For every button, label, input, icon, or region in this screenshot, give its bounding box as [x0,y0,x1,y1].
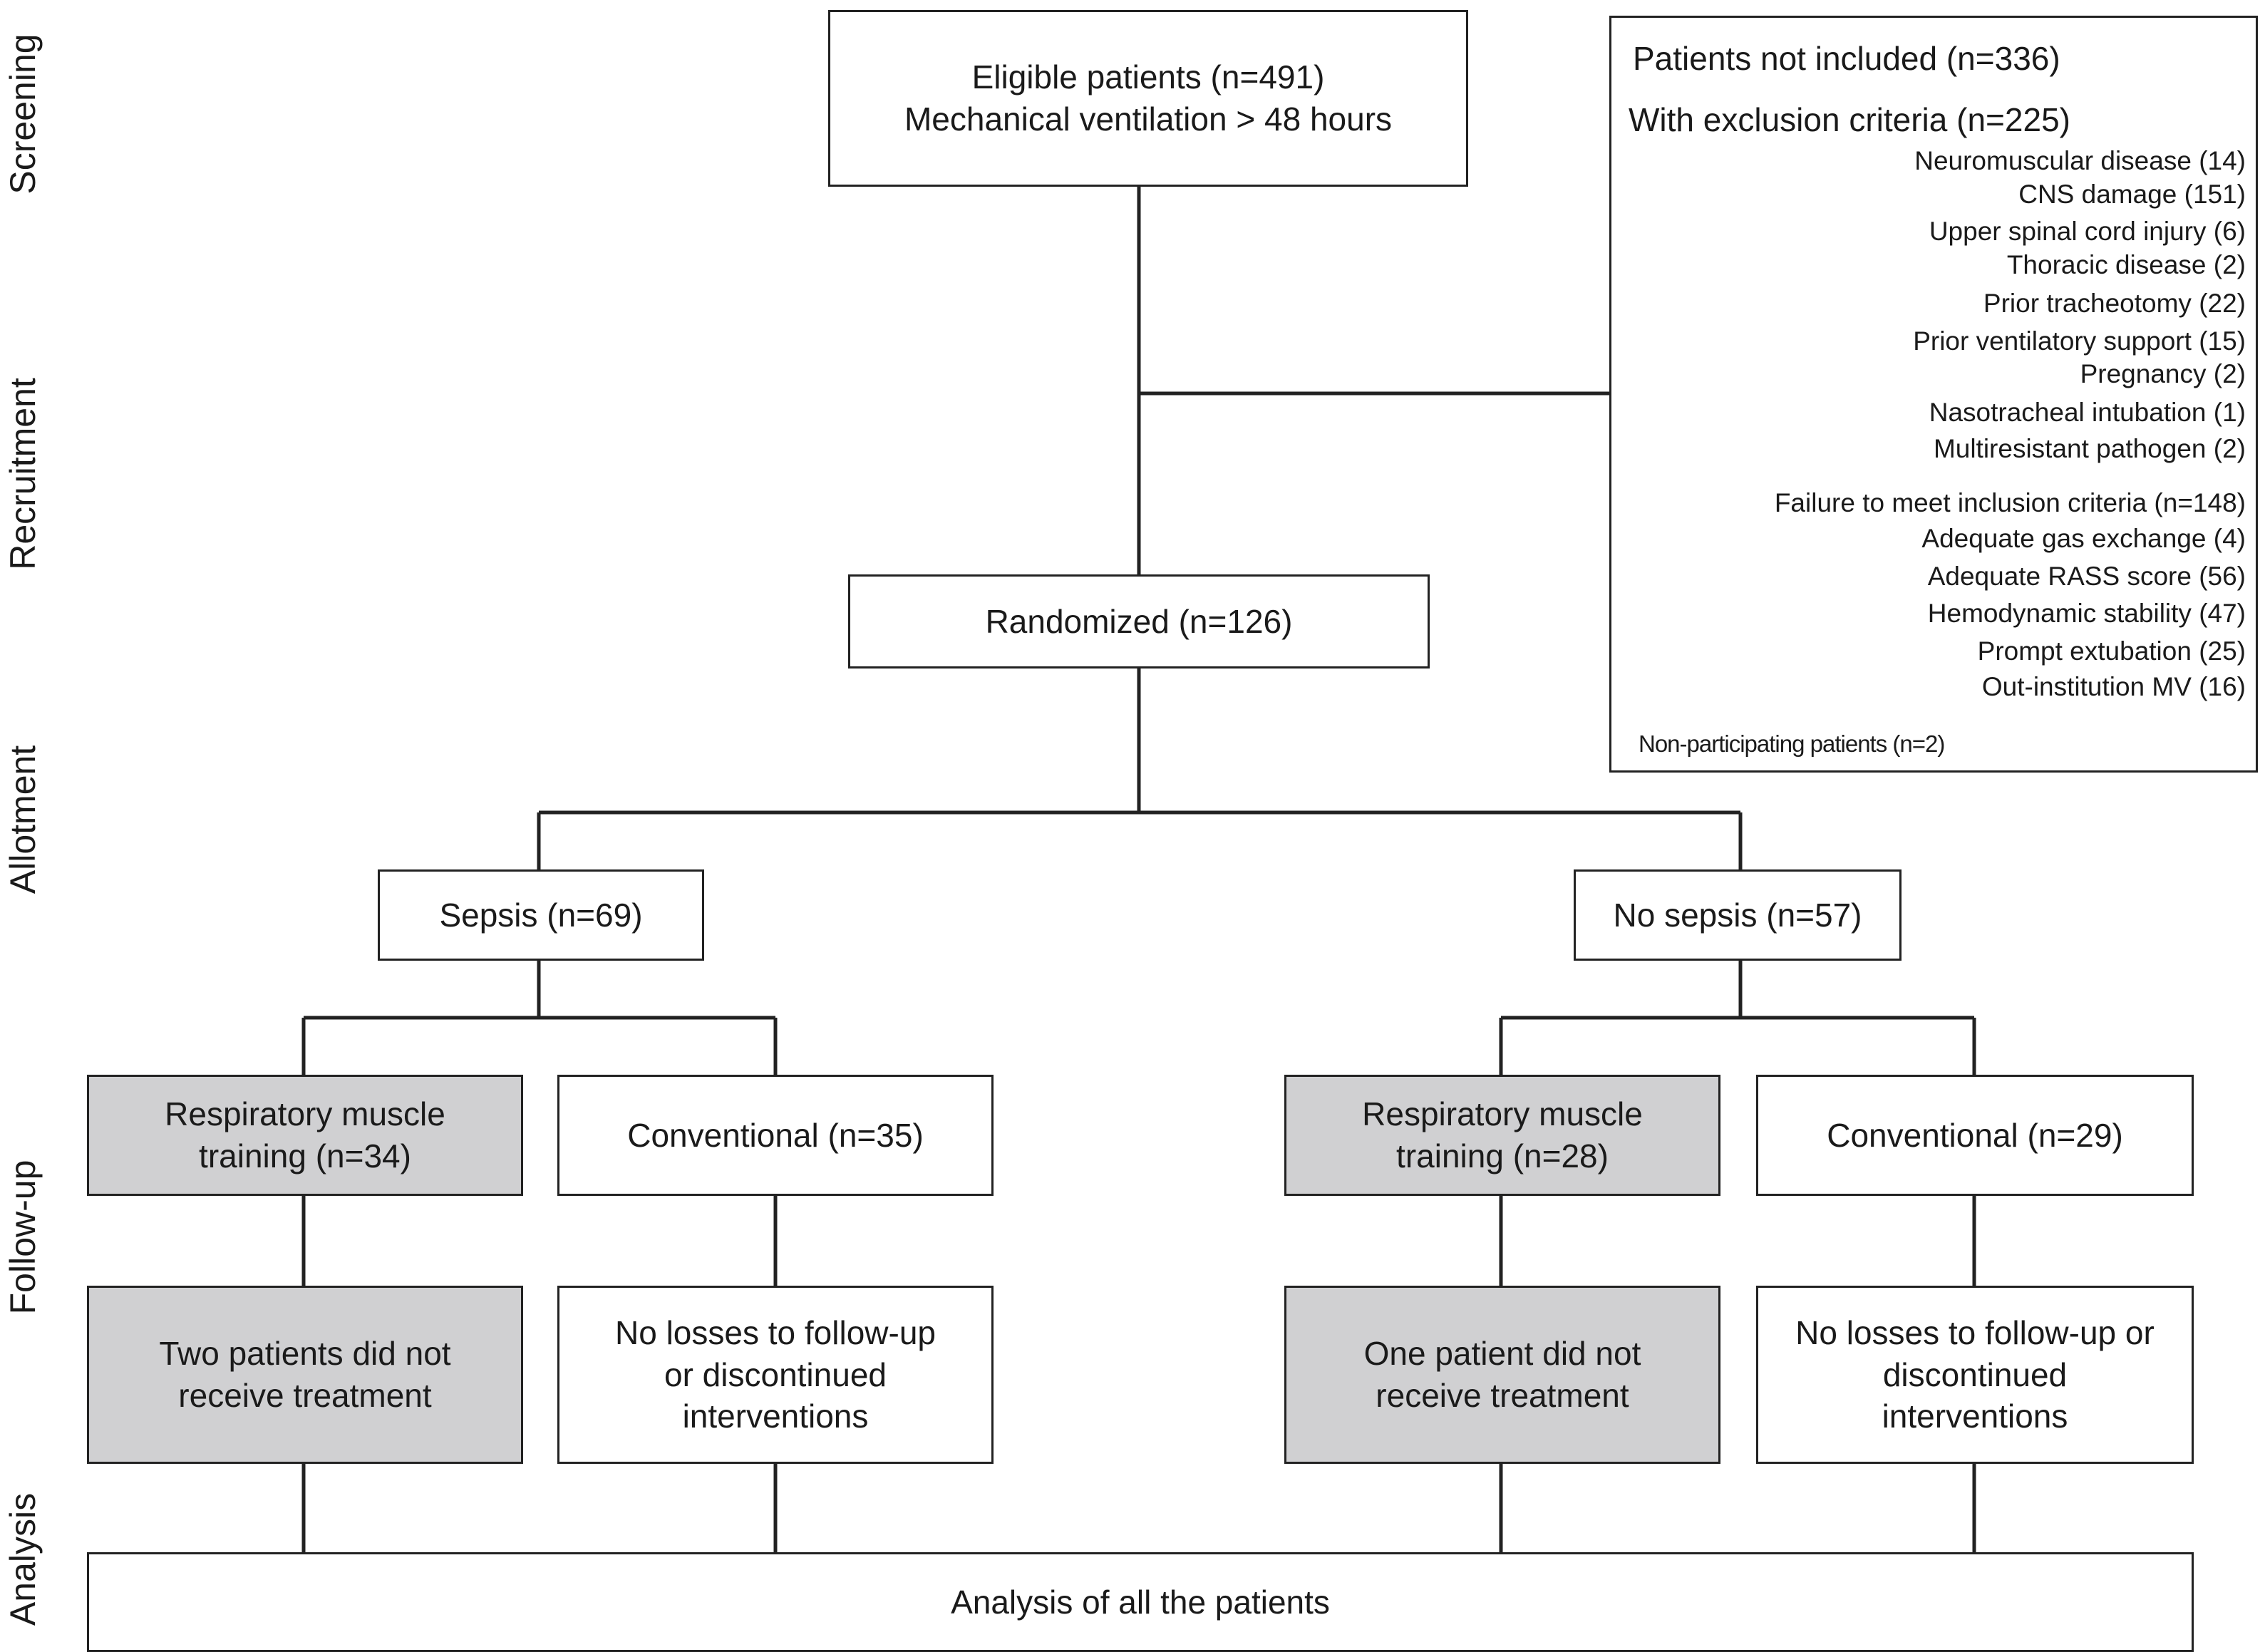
exclusion-item: Multiresistant pathogen (2) [1933,434,2246,463]
exclusion-item: Neuromuscular disease (14) [1914,146,2246,175]
no-sepsis-rmt-arm-label-line2: training (n=28) [1396,1137,1609,1175]
inclusion-failure-item: Out-institution MV (16) [1981,672,2246,701]
phase-label-allotment: Allotment [3,745,43,894]
phase-label-analysis: Analysis [3,1492,43,1626]
no-sepsis-rmt-followup-line2: receive treatment [1376,1377,1629,1414]
randomized-label: Randomized (n=126) [985,602,1293,640]
no-sepsis-rmt-arm-label-line1: Respiratory muscle [1362,1095,1643,1133]
sepsis-rmt-followup-box: Two patients did not receive treatment [87,1286,523,1464]
no-sepsis-conventional-followup-line1: No losses to follow-up or [1795,1313,2155,1351]
sepsis-rmt-followup-line1: Two patients did not [159,1335,451,1373]
phase-label-follow-up: Follow-up [3,1160,43,1315]
analysis-box: Analysis of all the patients [87,1552,2194,1652]
no-sepsis-conventional-followup-line2: discontinued [1882,1356,2068,1393]
sepsis-conventional-followup-line1: No losses to follow-up [615,1313,936,1351]
not-included-box: Patients not included (n=336) With exclu… [1609,16,2258,773]
eligible-patients-count: Eligible patients (n=491) [971,58,1325,96]
not-included-title: Patients not included (n=336) [1633,40,2060,77]
no-sepsis-group-label: No sepsis (n=57) [1613,896,1862,934]
exclusion-item: Upper spinal cord injury (6) [1929,217,2246,246]
analysis-label: Analysis of all the patients [951,1583,1330,1621]
no-sepsis-conventional-arm-label: Conventional (n=29) [1827,1116,2123,1154]
exclusion-criteria-title: With exclusion criteria (n=225) [1629,101,2070,138]
sepsis-conventional-arm-label: Conventional (n=35) [627,1116,924,1154]
sepsis-conventional-followup-line3: interventions [682,1398,869,1435]
exclusion-item: Thoracic disease (2) [2006,250,2246,279]
sepsis-rmt-followup-line2: receive treatment [178,1377,432,1414]
exclusion-item: Pregnancy (2) [2080,359,2246,388]
sepsis-conventional-followup-line2: or discontinued [664,1356,887,1393]
exclusion-item: CNS damage (151) [2018,180,2246,209]
sepsis-conventional-followup-box: No losses to follow-up or discontinued i… [557,1286,994,1464]
exclusion-item: Prior ventilatory support (15) [1913,326,2246,356]
no-sepsis-rmt-followup-box: One patient did not receive treatment [1284,1286,1720,1464]
no-sepsis-conventional-followup-box: No losses to follow-up or discontinued i… [1756,1286,2194,1464]
no-sepsis-conventional-arm-box: Conventional (n=29) [1756,1075,2194,1196]
inclusion-failure-item: Prompt extubation (25) [1977,636,2246,666]
phase-label-screening: Screening [3,33,43,195]
inclusion-failure-item: Adequate gas exchange (4) [1921,524,2246,553]
sepsis-rmt-arm-label-line1: Respiratory muscle [165,1095,445,1133]
randomized-box: Randomized (n=126) [848,574,1430,668]
sepsis-rmt-arm-box: Respiratory muscle training (n=34) [87,1075,523,1196]
inclusion-failure-item: Hemodynamic stability (47) [1927,599,2246,628]
sepsis-conventional-arm-box: Conventional (n=35) [557,1075,994,1196]
eligible-patients-box: Eligible patients (n=491) Mechanical ven… [828,10,1468,187]
inclusion-failure-item: Failure to meet inclusion criteria (n=14… [1774,488,2246,517]
exclusion-item: Nasotracheal intubation (1) [1929,398,2246,427]
non-participating-note: Non-participating patients (n=2) [1639,731,1945,757]
no-sepsis-rmt-followup-line1: One patient did not [1363,1335,1641,1373]
eligible-ventilation-criterion: Mechanical ventilation > 48 hours [904,100,1393,138]
sepsis-rmt-arm-label-line2: training (n=34) [199,1137,411,1175]
no-sepsis-rmt-arm-box: Respiratory muscle training (n=28) [1284,1075,1720,1196]
no-sepsis-group-box: No sepsis (n=57) [1574,869,1902,961]
sepsis-group-label: Sepsis (n=69) [439,896,643,934]
inclusion-failure-item: Adequate RASS score (56) [1927,562,2246,591]
exclusion-item: Prior tracheotomy (22) [1983,289,2246,318]
phase-label-recruitment: Recruitment [3,378,43,570]
no-sepsis-conventional-followup-line3: interventions [1882,1398,2068,1435]
sepsis-group-box: Sepsis (n=69) [378,869,704,961]
